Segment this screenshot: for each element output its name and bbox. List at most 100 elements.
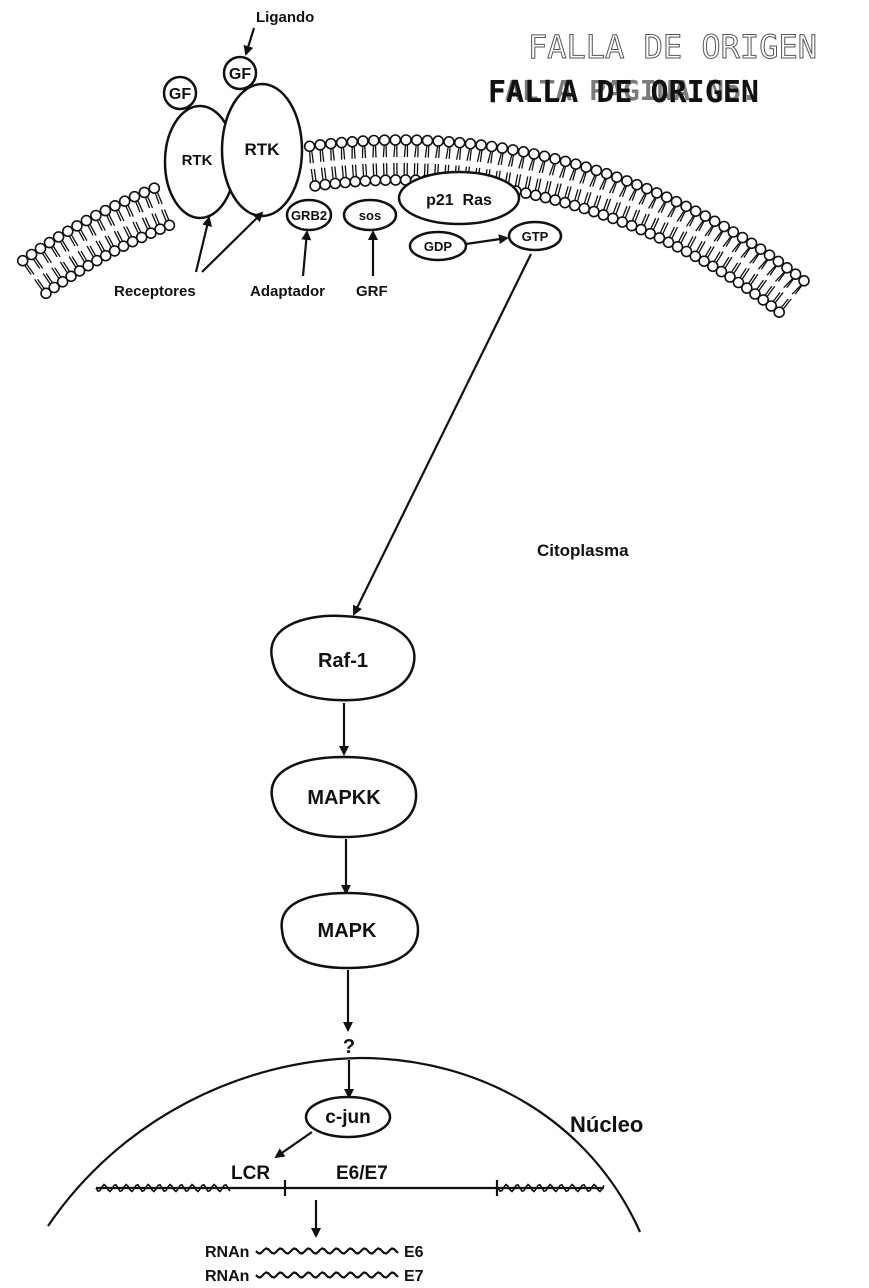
lipid-head (72, 221, 82, 231)
stamp-group: FALLA DE ORIGEN FALLA DE ORIGEN FALTA PA… (488, 28, 817, 110)
lipid-head (560, 156, 570, 166)
gdp-to-gtp-arrow (466, 238, 507, 244)
lipid-head (589, 207, 599, 217)
cjun-label: c-jun (325, 1107, 370, 1128)
lipid-head (360, 176, 370, 186)
lipid-head (305, 141, 315, 151)
stamp-outline-text: FALLA DE ORIGEN (528, 28, 817, 66)
ligand-label: Ligando (256, 9, 314, 26)
e6e7-label: E6/E7 (336, 1163, 388, 1184)
gtp-to-raf-arrow (354, 254, 531, 614)
lipid-head (700, 211, 710, 221)
rna-e6-gene: E6 (404, 1244, 424, 1261)
lipid-head (738, 233, 748, 243)
raf1-label: Raf-1 (318, 650, 368, 672)
lipid-head (571, 159, 581, 169)
rna-e6-label: RNAn (205, 1244, 249, 1261)
gf-label-right: GF (229, 66, 251, 83)
lipid-head (155, 224, 165, 234)
lipid-head (18, 256, 28, 266)
lipid-head (671, 197, 681, 207)
lipid-head (476, 140, 486, 150)
lipid-head (330, 179, 340, 189)
lipid-head (340, 178, 350, 188)
lipid-head (782, 263, 792, 273)
grb2-label: GRB2 (291, 208, 327, 223)
lipid-head (612, 172, 622, 182)
lipid-head (642, 184, 652, 194)
lipid-head (370, 176, 380, 186)
lipid-head (691, 206, 701, 216)
lipid-head (350, 177, 360, 187)
lipid-head (728, 227, 738, 237)
lipid-head (91, 211, 101, 221)
lipid-head (455, 138, 465, 148)
lipid-head (508, 145, 518, 155)
question-mark-lower: ? (343, 1036, 355, 1058)
ligand-arrow (246, 28, 254, 54)
lipid-head (164, 220, 174, 230)
mapkk-label: MAPKK (307, 787, 381, 809)
lipid-head (617, 217, 627, 227)
stamp-overlap-text: FALTA PAGINA No. (488, 74, 758, 107)
lipid-head (27, 250, 37, 260)
lipid-head (756, 244, 766, 254)
gdp-label: GDP (424, 239, 453, 254)
sos-label: sos (359, 208, 381, 223)
gtp-label: GTP (522, 229, 549, 244)
lipid-head (337, 138, 347, 148)
rna-e7-gene: E7 (404, 1268, 424, 1285)
lipid-head (540, 151, 550, 161)
lipid-head (662, 192, 672, 202)
lipid-head (747, 238, 757, 248)
cytoplasm-label: Citoplasma (537, 541, 629, 560)
lipid-head (54, 232, 64, 242)
lipid-head (765, 250, 775, 260)
gf-label-left: GF (169, 86, 191, 103)
lipid-head (710, 216, 720, 226)
cjun-to-lcr-arrow (276, 1132, 312, 1157)
lipid-head (719, 222, 729, 232)
lipid-head (369, 136, 379, 146)
lipid-head (627, 221, 637, 231)
ras-label: p21 Ras (426, 192, 492, 209)
lipid-head (380, 135, 390, 145)
lipid-head (81, 216, 91, 226)
lipid-head (529, 149, 539, 159)
lipid-head (45, 238, 55, 248)
adapter-label: Adaptador (250, 283, 325, 300)
lipid-head (521, 188, 531, 198)
lipid-head (579, 204, 589, 214)
lipid-head (774, 307, 784, 317)
lipid-head (315, 140, 325, 150)
lipid-head (632, 180, 642, 190)
lipid-head (773, 256, 783, 266)
adapter-arrow (303, 232, 307, 276)
lipid-head (149, 183, 159, 193)
nucleus-label: Núcleo (570, 1112, 643, 1137)
lipid-head (799, 276, 809, 286)
lipid-head (541, 193, 551, 203)
receptor-group: GF GF RTK RTK (164, 57, 302, 218)
lipid-head (581, 162, 591, 172)
receptor-arrow-left (196, 218, 209, 272)
lipid-head (390, 135, 400, 145)
lipid-head (381, 175, 391, 185)
lipid-head (602, 169, 612, 179)
lipid-head (560, 198, 570, 208)
lipid-head (100, 206, 110, 216)
rna-e7-wave (256, 1273, 398, 1278)
rtk-label-right: RTK (245, 140, 281, 159)
lipid-head (401, 135, 411, 145)
nuclear-envelope (48, 1058, 640, 1232)
lipid-head (591, 165, 601, 175)
lipid-head (63, 226, 73, 236)
lipid-head (570, 201, 580, 211)
grf-label: GRF (356, 283, 388, 300)
lipid-head (36, 244, 46, 254)
lipid-head (326, 139, 336, 149)
kinase-cascade: Raf-1 MAPKK MAPK ? (271, 616, 418, 1097)
lipid-head (320, 180, 330, 190)
lipid-head (622, 176, 632, 186)
